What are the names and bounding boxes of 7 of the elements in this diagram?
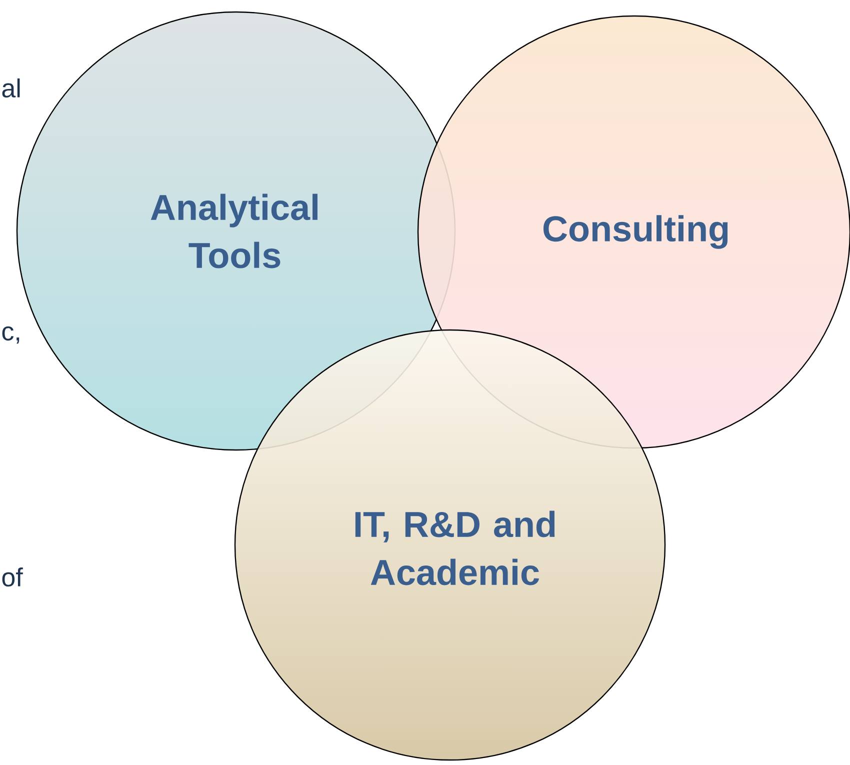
venn-circle (234, 329, 666, 761)
side-text: c, (2, 326, 20, 344)
circle-label: IT, R&D and Academic (355, 510, 555, 586)
side-text: al (2, 78, 20, 98)
circle-label: Analytical Tools (150, 194, 318, 268)
circle-label: Consulting (544, 215, 728, 249)
side-text: of (2, 567, 23, 587)
